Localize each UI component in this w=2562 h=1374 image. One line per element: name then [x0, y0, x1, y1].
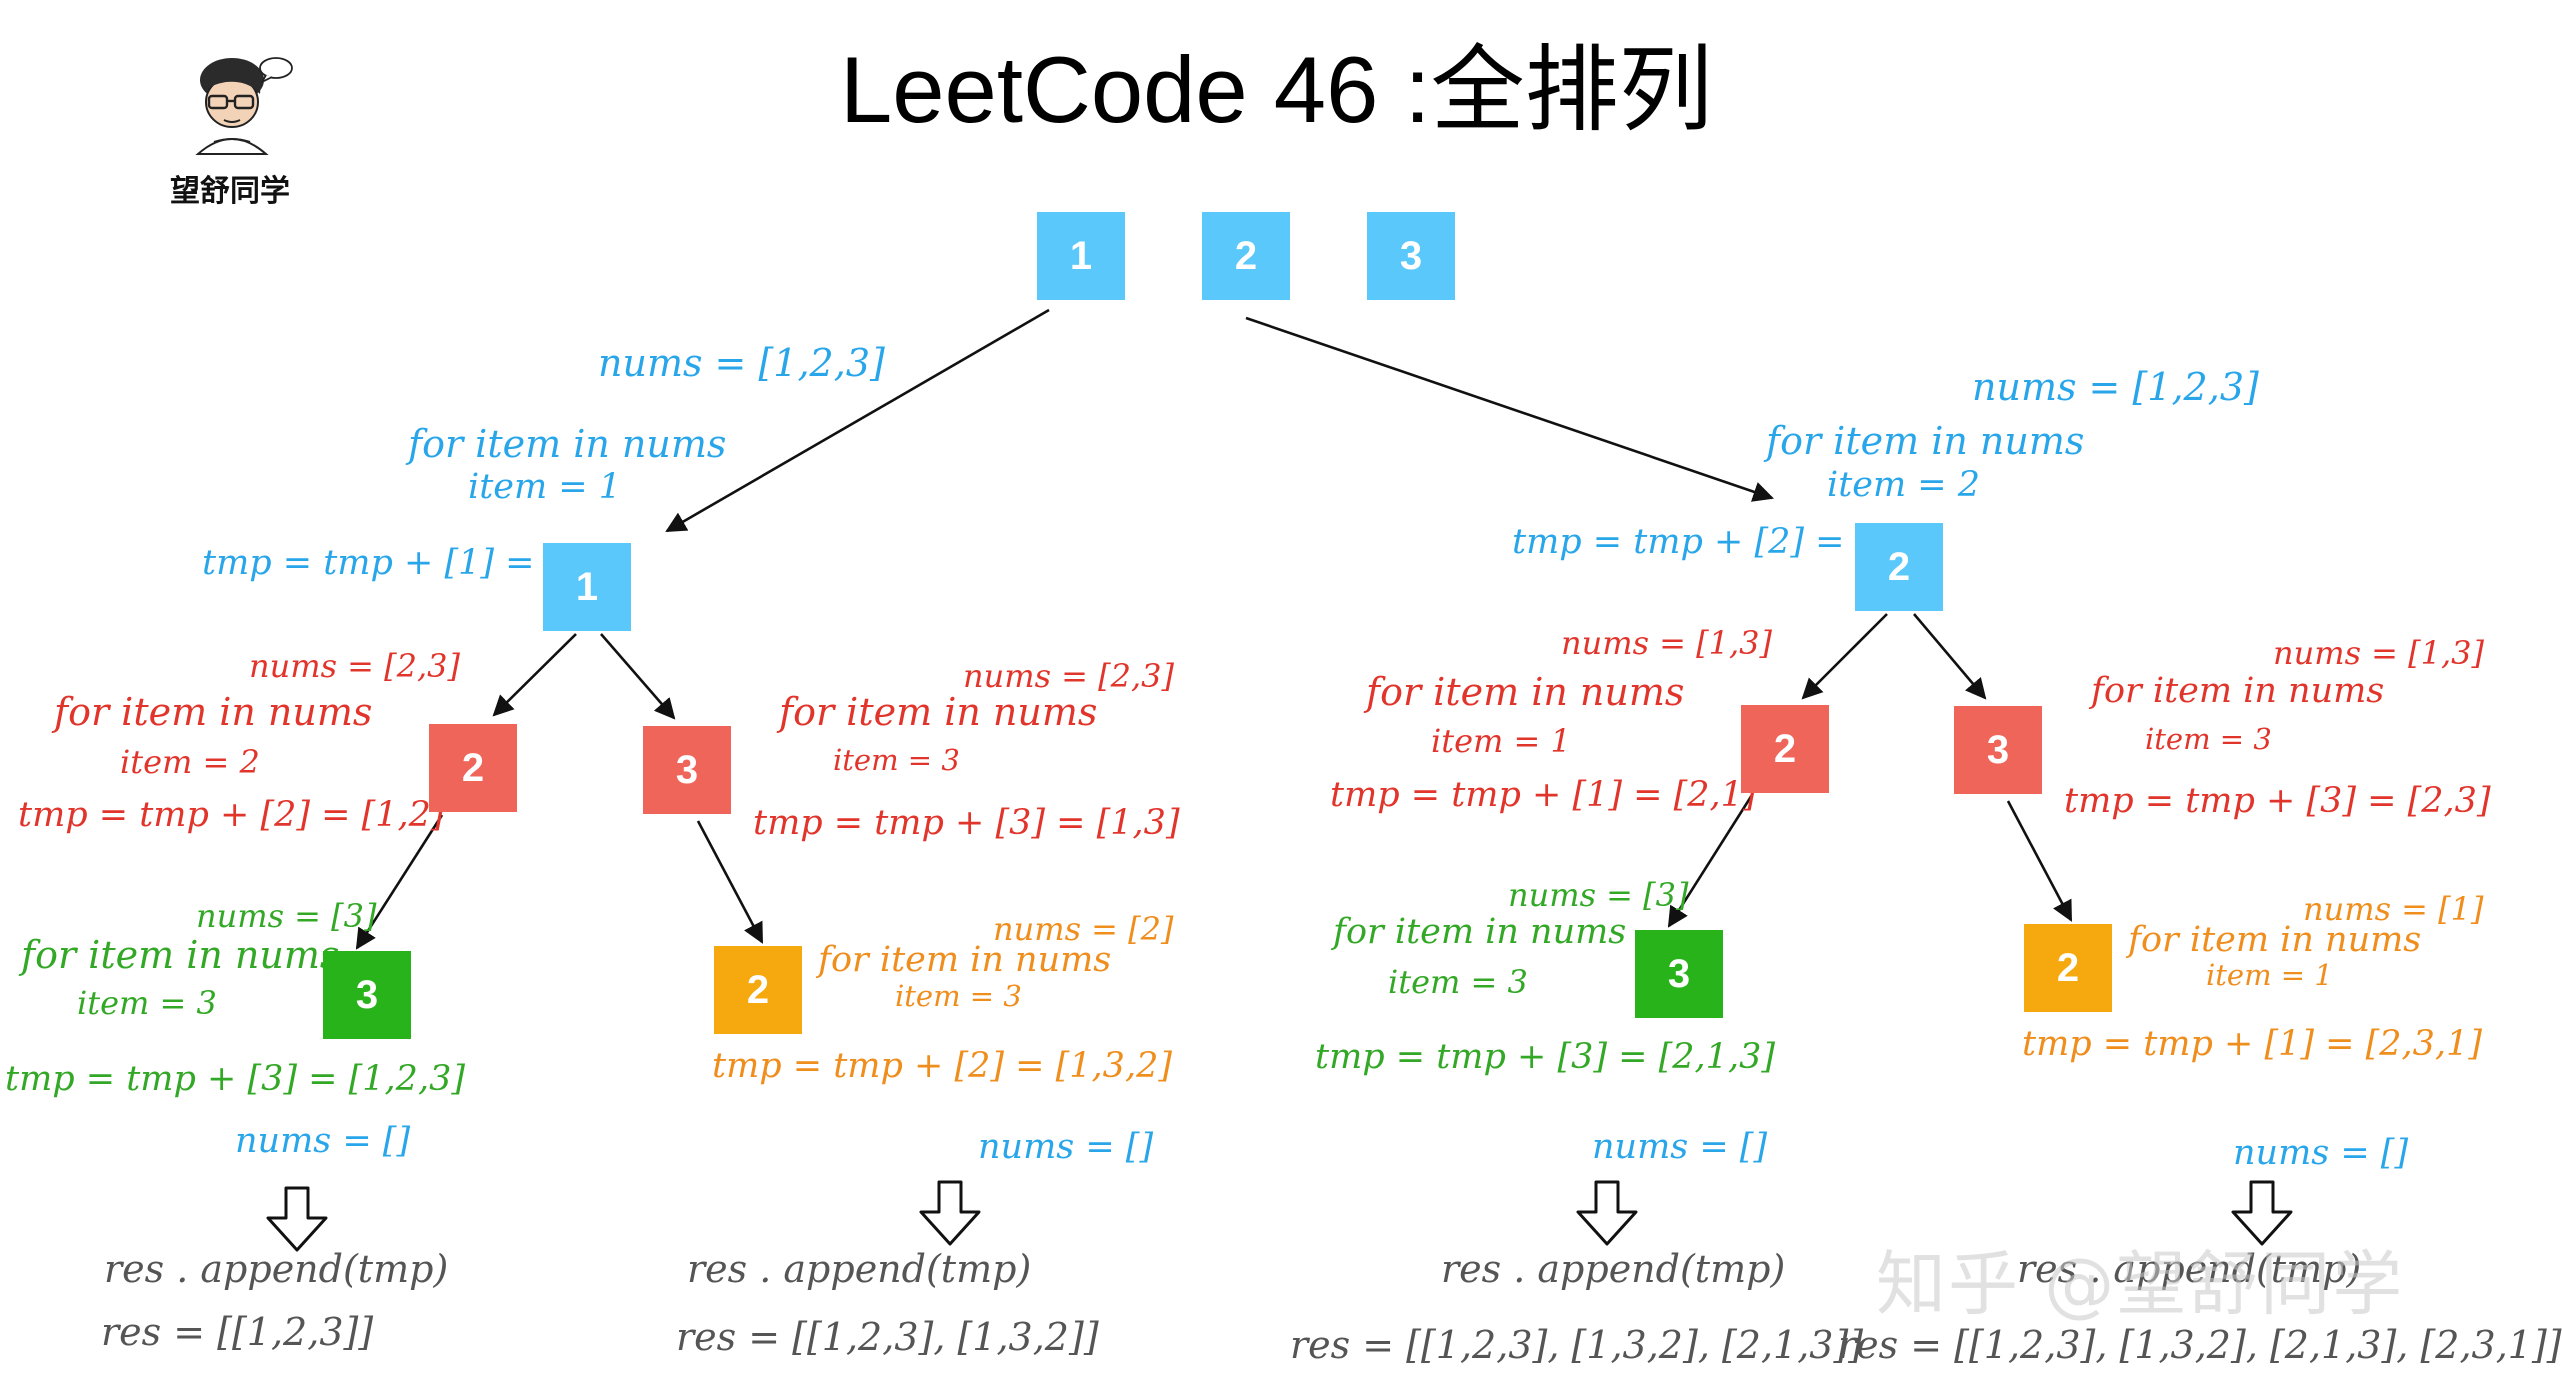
edge-left-b-to-child	[696, 820, 764, 944]
left-call-item: item = 1	[468, 467, 622, 507]
top-node-2: 2	[1202, 212, 1290, 300]
right-b-child-tmp: tmp = tmp + [1] = [2,3,1]	[2022, 1024, 2482, 1064]
right-a-child-tmp: tmp = tmp + [3] = [2,1,3]	[1315, 1037, 1775, 1077]
left-b-node: 3	[643, 726, 731, 814]
left-b-child-loop: for item in nums	[818, 940, 1112, 980]
right-call-loop: for item in nums	[1766, 419, 2085, 463]
left-b-loop: for item in nums	[779, 690, 1098, 734]
left-a-node: 2	[429, 724, 517, 812]
right-a-tmp: tmp = tmp + [1] = [2,1]	[1330, 775, 1757, 815]
left-tmp: tmp = tmp + [1] = [1]	[202, 543, 596, 583]
right-call-nums: nums = [1,2,3]	[1972, 365, 2259, 409]
edge-right-to-right-b	[1913, 613, 1987, 700]
down-arrow-icon	[919, 1180, 981, 1246]
left-a-nums: nums = [2,3]	[249, 647, 460, 685]
left-node: 1	[543, 543, 631, 631]
left-call-loop: for item in nums	[408, 422, 727, 466]
tree-edges	[266, 308, 2293, 1252]
left-b-child-res: res = [[1,2,3], [1,3,2]]	[676, 1315, 1099, 1359]
right-a-item: item = 1	[1431, 722, 1571, 760]
left-a-child-tmp: tmp = tmp + [3] = [1,2,3]	[5, 1059, 465, 1099]
left-b-tmp: tmp = tmp + [3] = [1,3]	[753, 803, 1180, 843]
left-b-child-item: item = 3	[895, 979, 1022, 1013]
right-b-child-append: res . append(tmp)	[2017, 1247, 2362, 1291]
down-arrow-icon	[2231, 1180, 2293, 1246]
right-a-child-res: res = [[1,2,3], [1,3,2], [2,1,3]]	[1290, 1323, 1864, 1367]
edge-right-to-right-a	[1801, 613, 1888, 700]
right-a-child-node: 3	[1635, 930, 1723, 1018]
right-b-child-empty: nums = []	[2233, 1133, 2409, 1173]
top-node-1: 1	[1037, 212, 1125, 300]
edge-left-a-to-child	[355, 814, 444, 950]
edge-left-to-left-a	[492, 633, 577, 717]
permutation-tree-diagram: 望舒同学 LeetCode 46 :全排列 1 2 3 nums = [1,2,…	[5, 37, 2562, 1367]
left-a-child-loop: for item in nums	[21, 933, 340, 977]
left-b-item: item = 3	[833, 743, 960, 777]
right-tmp: tmp = tmp + [2] = [2]	[1512, 522, 1906, 562]
edge-right-a-to-child	[1667, 794, 1754, 928]
left-a-child-node: 3	[323, 951, 411, 1039]
left-a-child-item: item = 3	[77, 984, 217, 1022]
right-b-child-item: item = 1	[2206, 958, 2333, 992]
left-b-child-nums: nums = [2]	[993, 910, 1174, 948]
right-a-child-loop: for item in nums	[1333, 912, 1627, 952]
right-b-child-res: res = [[1,2,3], [1,3,2], [2,1,3], [2,3,1…	[1838, 1323, 2562, 1367]
left-b-child-append: res . append(tmp)	[687, 1247, 1032, 1291]
left-b-nums: nums = [2,3]	[963, 657, 1174, 695]
down-arrow-icon	[1576, 1180, 1638, 1246]
left-a-child-nums: nums = [3]	[196, 897, 377, 935]
right-b-loop: for item in nums	[2091, 671, 2385, 711]
right-b-nums: nums = [1,3]	[2273, 634, 2484, 672]
right-b-item: item = 3	[2145, 722, 2272, 756]
left-b-child-tmp: tmp = tmp + [2] = [1,3,2]	[712, 1046, 1172, 1086]
right-b-child-node: 2	[2024, 924, 2112, 1012]
right-b-child-loop: for item in nums	[2128, 920, 2422, 960]
edge-left-to-left-b	[600, 633, 676, 720]
right-a-node: 2	[1741, 705, 1829, 793]
edge-root-to-right	[1245, 316, 1774, 502]
right-a-loop: for item in nums	[1366, 670, 1685, 714]
left-a-item: item = 2	[120, 743, 260, 781]
left-a-tmp: tmp = tmp + [2] = [1,2]	[18, 795, 445, 835]
right-a-child-empty: nums = []	[1592, 1127, 1768, 1167]
left-a-loop: for item in nums	[54, 690, 373, 734]
edge-root-to-left	[665, 308, 1050, 533]
left-b-child-empty: nums = []	[978, 1127, 1154, 1167]
left-a-child-empty: nums = []	[235, 1121, 411, 1161]
right-a-child-nums: nums = [3]	[1508, 876, 1689, 914]
edge-right-b-to-child	[2006, 800, 2073, 922]
right-b-child-nums: nums = [1]	[2303, 890, 2484, 928]
left-a-child-append: res . append(tmp)	[104, 1247, 449, 1291]
right-call-item: item = 2	[1827, 465, 1981, 505]
page-title: LeetCode 46 :全排列	[840, 37, 1713, 142]
left-a-child-res: res = [[1,2,3]]	[101, 1310, 374, 1354]
right-a-child-append: res . append(tmp)	[1441, 1247, 1786, 1291]
right-b-tmp: tmp = tmp + [3] = [2,3]	[2064, 781, 2491, 821]
right-b-node: 3	[1954, 706, 2042, 794]
left-call-nums: nums = [1,2,3]	[598, 341, 885, 385]
down-arrow-icon	[266, 1186, 328, 1252]
top-node-3: 3	[1367, 212, 1455, 300]
right-a-nums: nums = [1,3]	[1561, 624, 1772, 662]
watermark: 知乎 @望舒同学	[1876, 1243, 2405, 1325]
right-node: 2	[1855, 523, 1943, 611]
right-a-child-item: item = 3	[1388, 963, 1528, 1001]
avatar	[195, 57, 293, 155]
author-label: 望舒同学	[170, 174, 290, 209]
left-b-child-node: 2	[714, 946, 802, 1034]
